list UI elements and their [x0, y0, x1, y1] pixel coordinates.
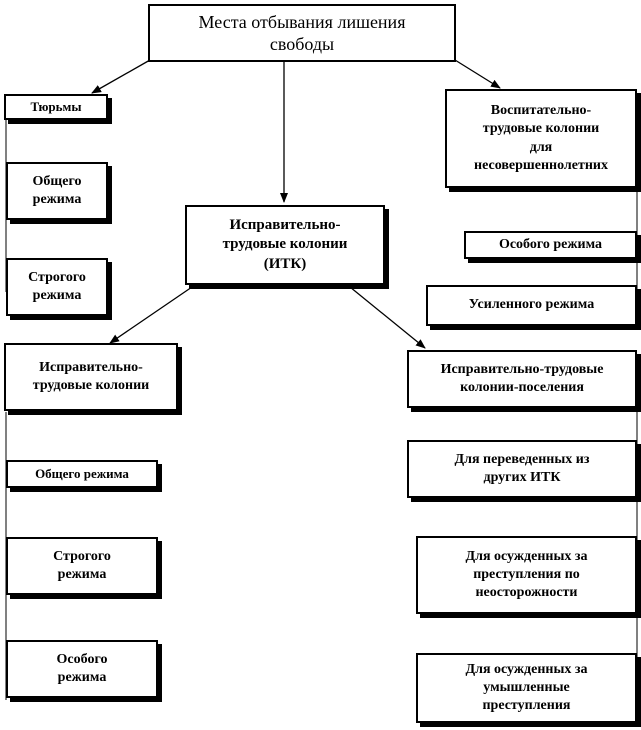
colonies-strict-label: Строгого режима — [53, 548, 111, 582]
colonies-special-node: Особого режима — [6, 640, 158, 698]
prisons-label: Тюрьмы — [30, 98, 82, 114]
prisons-general-node: Общего режима — [6, 162, 108, 220]
juvenile-colonies-label: Воспитательно- трудовые колонии для несо… — [474, 103, 608, 173]
colonies-general-label: Общего режима — [35, 465, 129, 481]
root-node: Места отбывания лишения свободы — [148, 4, 456, 62]
colonies-strict-node: Строгого режима — [6, 537, 158, 595]
juvenile-enhanced-node: Усиленного режима — [426, 285, 637, 326]
settlement-intentional-node: Для осужденных за умышленные преступлени… — [416, 653, 637, 723]
colonies-label: Исправительно- трудовые колонии — [32, 359, 150, 393]
prisons-strict-node: Строгого режима — [6, 258, 108, 316]
itk-label: Исправительно- трудовые колонии (ИТК) — [222, 216, 348, 272]
arrow-itk-to-colonies — [109, 286, 193, 344]
settlements-label: Исправительно-трудовые колонии-поселения — [440, 361, 604, 395]
settlement-negligence-label: Для осужденных за преступления по неосто… — [465, 548, 588, 601]
arrow-root-to-prisons — [91, 59, 151, 94]
root-label: Места отбывания лишения свободы — [198, 11, 406, 55]
arrow-itk-to-settlements — [349, 286, 426, 349]
settlement-transferred-node: Для переведенных из других ИТК — [407, 440, 637, 498]
prisons-node: Тюрьмы — [4, 94, 108, 120]
colonies-special-label: Особого режима — [56, 651, 108, 685]
juvenile-special-label: Особого режима — [498, 236, 603, 252]
prisons-general-label: Общего режима — [32, 173, 82, 207]
juvenile-enhanced-label: Усиленного режима — [468, 297, 595, 313]
settlement-transferred-label: Для переведенных из других ИТК — [454, 451, 590, 485]
prisons-strict-label: Строгого режима — [28, 269, 86, 303]
arrow-root-to-juvenile — [454, 59, 501, 89]
juvenile-colonies-node: Воспитательно- трудовые колонии для несо… — [445, 89, 637, 188]
colonies-node: Исправительно- трудовые колонии — [4, 343, 178, 411]
colonies-general-node: Общего режима — [6, 460, 158, 488]
settlement-negligence-node: Для осужденных за преступления по неосто… — [416, 536, 637, 614]
itk-node: Исправительно- трудовые колонии (ИТК) — [185, 205, 385, 285]
settlement-intentional-label: Для осужденных за умышленные преступлени… — [465, 661, 588, 714]
settlements-node: Исправительно-трудовые колонии-поселения — [407, 350, 637, 408]
juvenile-special-node: Особого режима — [464, 231, 637, 259]
